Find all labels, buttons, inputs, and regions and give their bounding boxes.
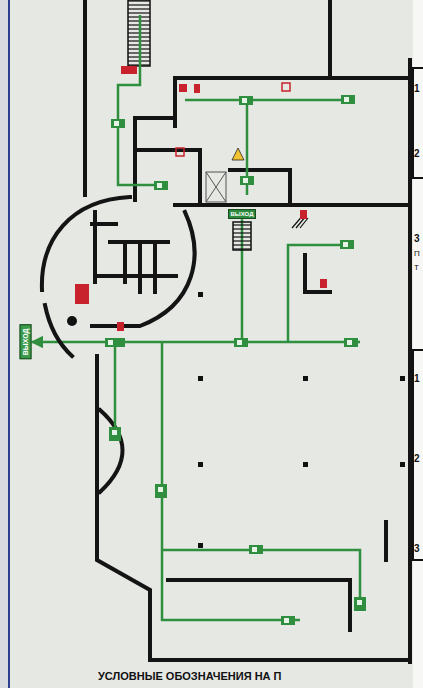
legend-brackets <box>413 68 423 560</box>
lift-shaft <box>206 172 226 202</box>
walls <box>42 0 410 662</box>
lift-shaft <box>206 172 226 202</box>
legend-item: 1 <box>414 83 420 94</box>
legend-item: П <box>414 250 420 259</box>
legend-panel <box>413 0 423 688</box>
fire-equipment <box>75 66 327 331</box>
legend-item: 2 <box>414 148 420 159</box>
staircase <box>233 222 251 250</box>
evacuation-route <box>32 219 242 342</box>
frame-margin <box>0 0 10 688</box>
legend-heading: УСЛОВНЫЕ ОБОЗНАЧЕНИЯ НА П <box>98 670 282 682</box>
exit-sign: ВЫХОД <box>19 325 31 360</box>
warning-sign <box>232 148 244 160</box>
legend-item: 3 <box>414 233 420 244</box>
phone-icons <box>176 83 290 156</box>
exit-sign: ВЫХОД <box>228 209 257 220</box>
legend-item: Т <box>414 264 419 273</box>
exit-text: ВЫХОД <box>231 211 254 218</box>
exit-signs <box>105 95 366 625</box>
legend-item: 1 <box>414 373 420 384</box>
frame-line <box>8 0 10 688</box>
you-are-here <box>67 316 77 326</box>
columns <box>198 292 405 548</box>
legend-item: 2 <box>414 453 420 464</box>
legend-item: 3 <box>414 543 420 554</box>
evacuation-route <box>115 15 360 620</box>
exit-text: ВЫХОД <box>21 329 29 356</box>
